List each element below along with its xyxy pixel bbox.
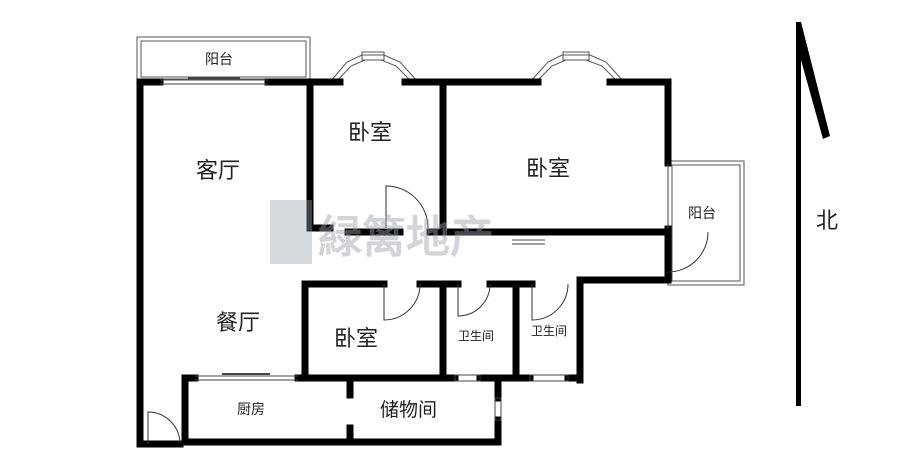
dining-room-label: 餐厅 xyxy=(216,311,260,336)
corridor-marks xyxy=(512,239,545,245)
balcony-sliding-door xyxy=(160,77,268,85)
kitchen-label: 厨房 xyxy=(237,402,265,418)
balcony-right-label: 阳台 xyxy=(688,206,716,222)
storage-label: 储物间 xyxy=(380,399,437,421)
window-marks xyxy=(454,163,669,421)
balcony-right-outline xyxy=(667,160,745,286)
balcony-top-label: 阳台 xyxy=(205,52,233,68)
bay-window-right xyxy=(529,51,625,83)
north-label: 北 xyxy=(816,209,838,234)
north-arrow-icon xyxy=(796,22,830,406)
bedroom-1-label: 卧室 xyxy=(348,121,392,146)
bedroom-3-label: 卧室 xyxy=(334,327,378,352)
living-room-label: 客厅 xyxy=(196,159,240,184)
watermark-text: 緑篱地产 xyxy=(318,212,494,263)
watermark: 緑篱地产 xyxy=(270,200,494,264)
bedroom-2-label: 卧室 xyxy=(526,157,570,182)
walls xyxy=(136,78,672,448)
door-swings xyxy=(147,185,709,445)
bay-window-left xyxy=(329,51,419,83)
bathroom-1-label: 卫生间 xyxy=(458,329,494,343)
bathroom-2-label: 卫生间 xyxy=(531,324,567,338)
kitchen-sliding-door xyxy=(195,373,298,381)
